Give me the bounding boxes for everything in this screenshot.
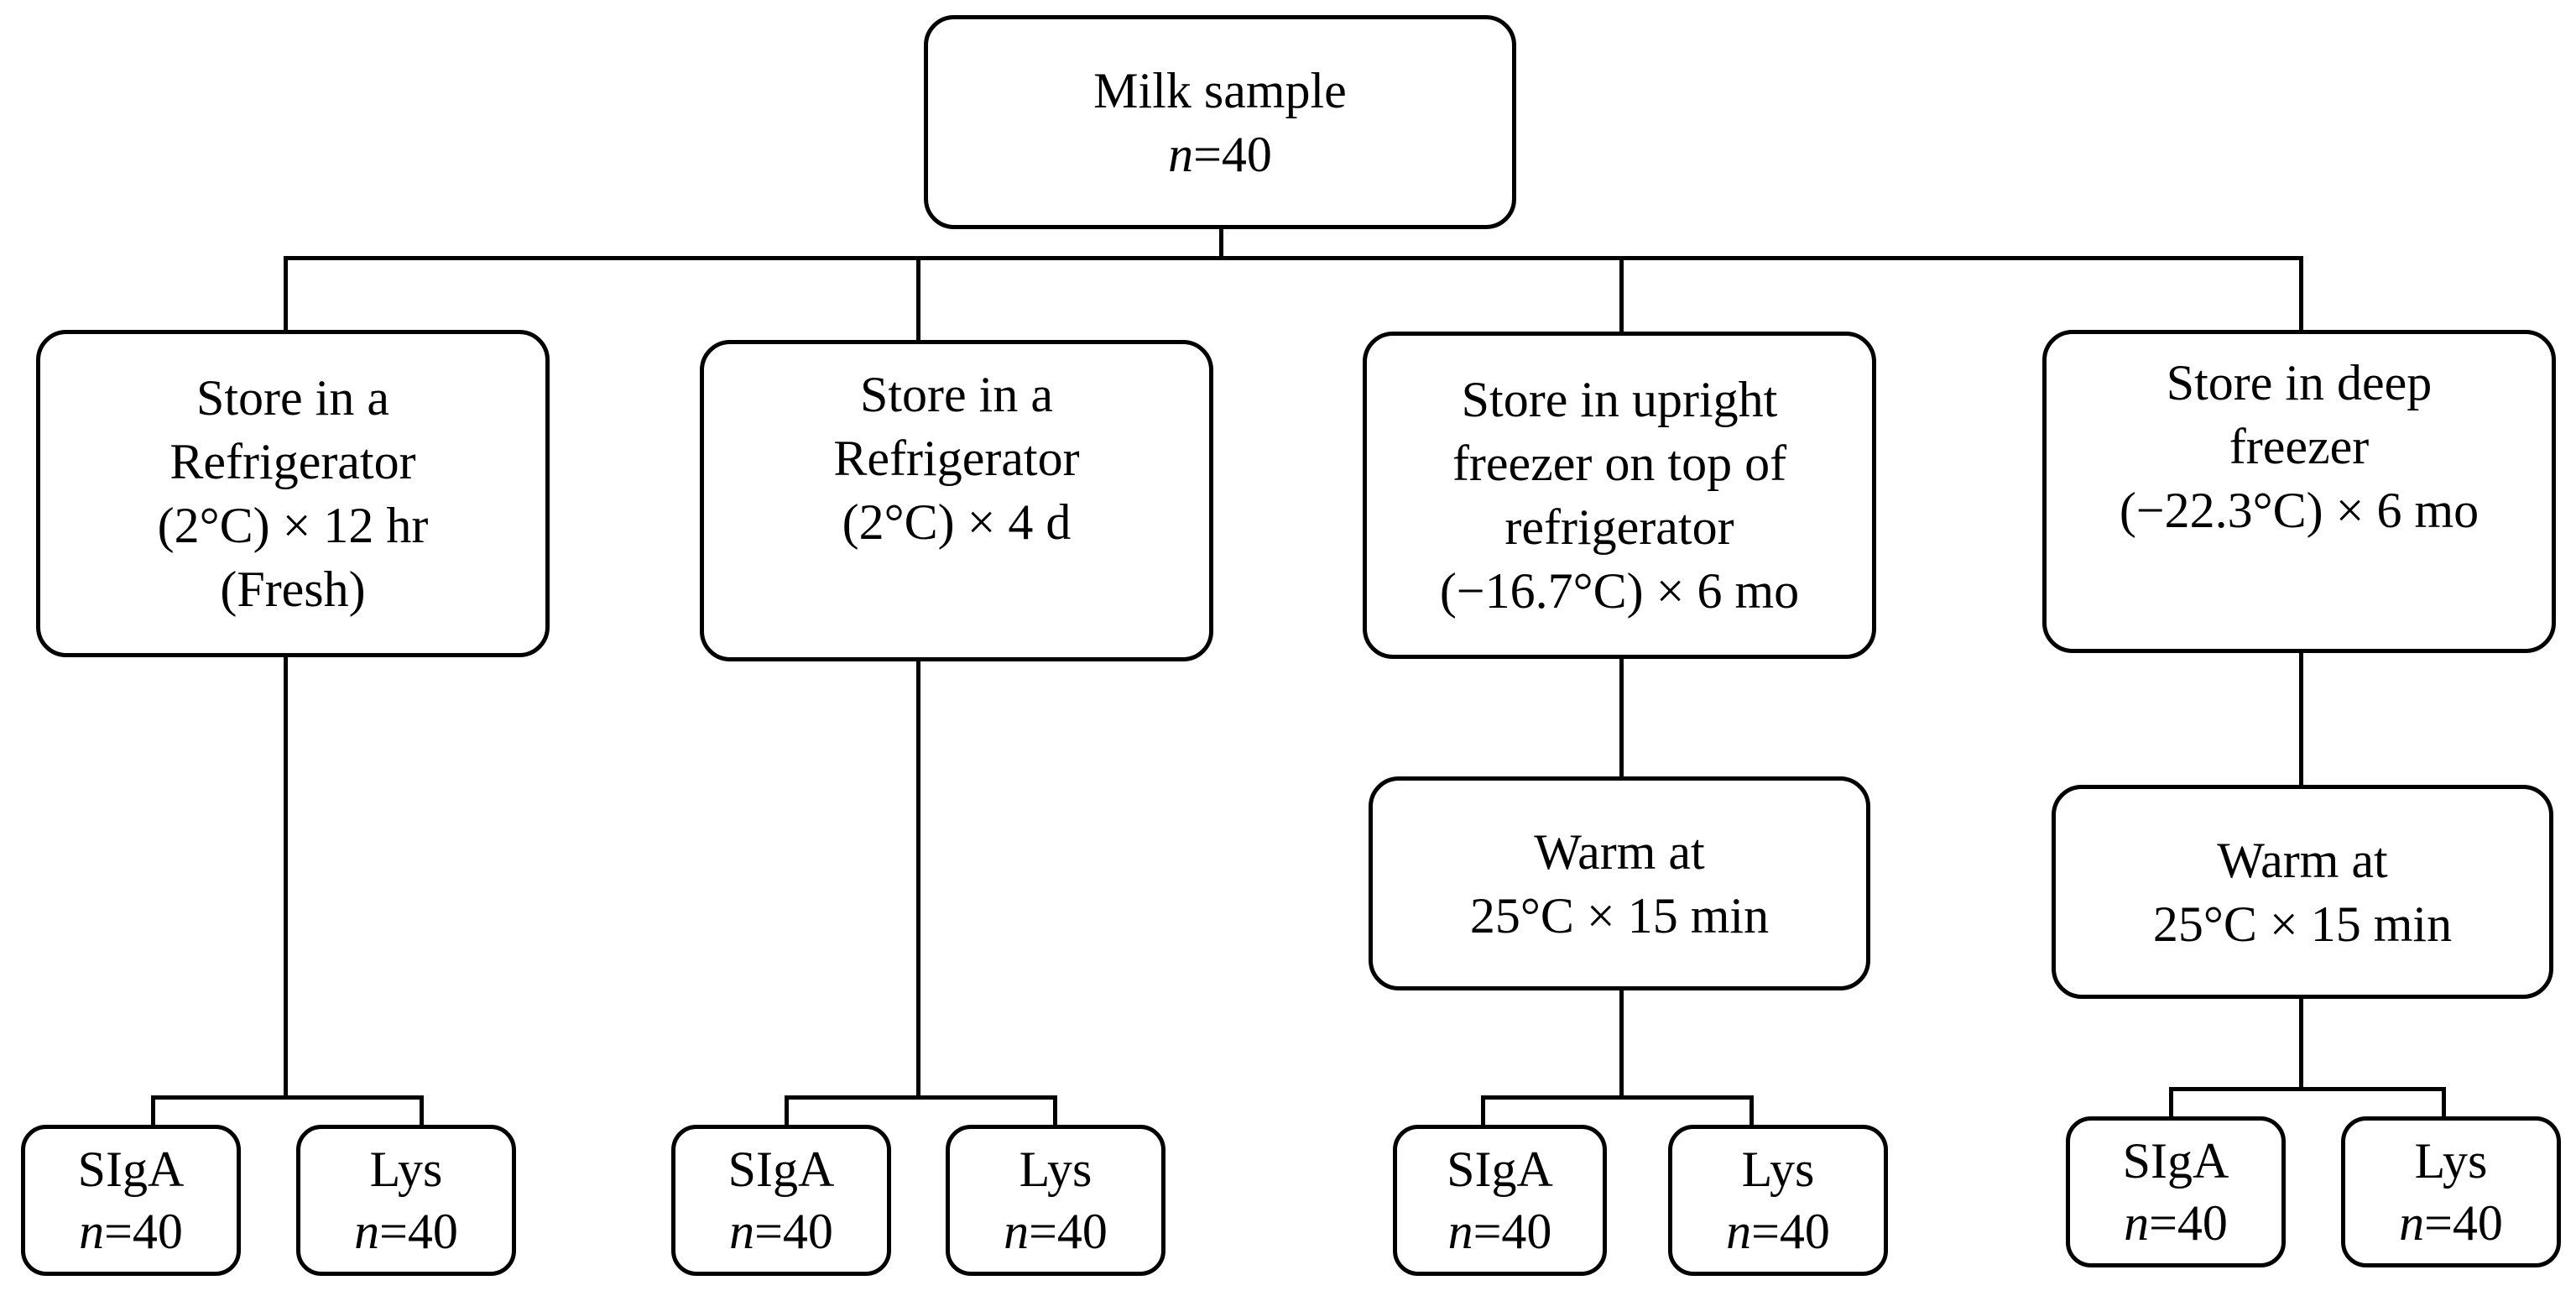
connector-branch-1: [284, 256, 288, 332]
store-4-line-3: (−22.3°C) × 6 mo: [2119, 483, 2480, 538]
leaf-4a-label: SIgA: [2122, 1133, 2229, 1189]
leaf-3a-count: n=40: [1447, 1204, 1552, 1259]
store-4-line-2: freezer: [2229, 419, 2370, 474]
connector-leaf-4b: [2442, 1087, 2446, 1121]
leaf-lys-2: Lys n=40: [946, 1125, 1165, 1276]
store-3-line-2: freezer on top of: [1452, 436, 1787, 491]
warm-4-line-2: 25°C × 15 min: [2152, 896, 2453, 952]
store-2-line-3: (2°C) × 4 d: [842, 494, 1072, 550]
connector-store-3-down: [1619, 655, 1624, 781]
leaf-2a-label: SIgA: [727, 1142, 835, 1197]
connector-store-1-down: [284, 655, 288, 1100]
connector-store-2-down: [916, 659, 920, 1100]
store-3-line-3: refrigerator: [1504, 499, 1734, 555]
connector-branch-3: [1619, 256, 1624, 333]
leaf-2b-count: n=40: [1004, 1204, 1108, 1259]
connector-leaf-bar-2: [785, 1095, 1057, 1100]
connector-leaf-bar-3: [1481, 1095, 1754, 1100]
connector-warm-3-down: [1619, 986, 1624, 1100]
warm-3-line-2: 25°C × 15 min: [1469, 887, 1770, 943]
connector-warm-4-down: [2299, 995, 2303, 1091]
store-box-refrigerator-4d: Store in a Refrigerator (2°C) × 4 d: [700, 340, 1213, 661]
connector-branch-2: [916, 256, 920, 342]
connector-leaf-3a: [1481, 1095, 1485, 1129]
connector-leaf-2a: [785, 1095, 789, 1129]
connector-leaf-bar-1: [151, 1095, 424, 1100]
connector-leaf-1b: [420, 1095, 424, 1129]
connector-leaf-bar-4: [2169, 1087, 2446, 1091]
milk-sample-title: Milk sample: [1093, 62, 1347, 118]
leaf-2a-count: n=40: [729, 1204, 833, 1259]
leaf-lys-4: Lys n=40: [2341, 1116, 2561, 1267]
leaf-3b-count: n=40: [1726, 1204, 1830, 1259]
connector-leaf-3b: [1749, 1095, 1754, 1129]
leaf-sIgA-4: SIgA n=40: [2066, 1116, 2286, 1267]
store-box-refrigerator-12hr: Store in a Refrigerator (2°C) × 12 hr (F…: [36, 330, 550, 657]
store-1-line-4: (Fresh): [220, 562, 366, 617]
leaf-1a-count: n=40: [79, 1204, 183, 1259]
connector-root-down: [1219, 227, 1223, 260]
connector-leaf-1a: [151, 1095, 155, 1129]
leaf-4a-count: n=40: [2124, 1195, 2228, 1251]
store-1-line-3: (2°C) × 12 hr: [157, 498, 429, 553]
store-4-line-1: Store in deep: [2166, 355, 2433, 410]
connector-branch-4: [2299, 256, 2303, 333]
store-2-line-1: Store in a: [860, 367, 1053, 422]
warm-4-line-1: Warm at: [2217, 832, 2388, 888]
milk-sample-box: Milk sample n=40: [924, 15, 1516, 229]
store-3-line-4: (−16.7°C) × 6 mo: [1439, 563, 1800, 619]
leaf-sIgA-3: SIgA n=40: [1393, 1125, 1607, 1276]
leaf-1a-label: SIgA: [77, 1142, 185, 1197]
leaf-4b-label: Lys: [2414, 1133, 2488, 1189]
leaf-2b-label: Lys: [1019, 1142, 1092, 1197]
store-1-line-2: Refrigerator: [169, 434, 416, 489]
warm-3-line-1: Warm at: [1534, 823, 1705, 880]
warm-box-4: Warm at 25°C × 15 min: [2052, 785, 2553, 999]
store-1-line-1: Store in a: [196, 370, 389, 426]
leaf-1b-count: n=40: [354, 1204, 458, 1259]
store-2-line-2: Refrigerator: [833, 431, 1080, 486]
leaf-sIgA-1: SIgA n=40: [21, 1125, 241, 1276]
store-3-line-1: Store in upright: [1461, 372, 1778, 427]
connector-leaf-4a: [2169, 1087, 2173, 1121]
leaf-1b-label: Lys: [369, 1142, 443, 1197]
connector-leaf-2b: [1053, 1095, 1057, 1129]
leaf-3a-label: SIgA: [1447, 1142, 1553, 1197]
connector-branch-bar: [284, 256, 2303, 260]
store-box-upright-freezer: Store in upright freezer on top of refri…: [1363, 332, 1876, 659]
leaf-sIgA-2: SIgA n=40: [671, 1125, 891, 1276]
warm-box-3: Warm at 25°C × 15 min: [1369, 776, 1870, 990]
connector-store-4-down: [2299, 651, 2303, 789]
leaf-lys-1: Lys n=40: [296, 1125, 516, 1276]
store-box-deep-freezer: Store in deep freezer (−22.3°C) × 6 mo: [2042, 330, 2556, 653]
milk-sample-count: n=40: [1168, 126, 1272, 182]
leaf-lys-3: Lys n=40: [1668, 1125, 1888, 1276]
leaf-4b-count: n=40: [2399, 1195, 2503, 1251]
leaf-3b-label: Lys: [1741, 1142, 1815, 1197]
